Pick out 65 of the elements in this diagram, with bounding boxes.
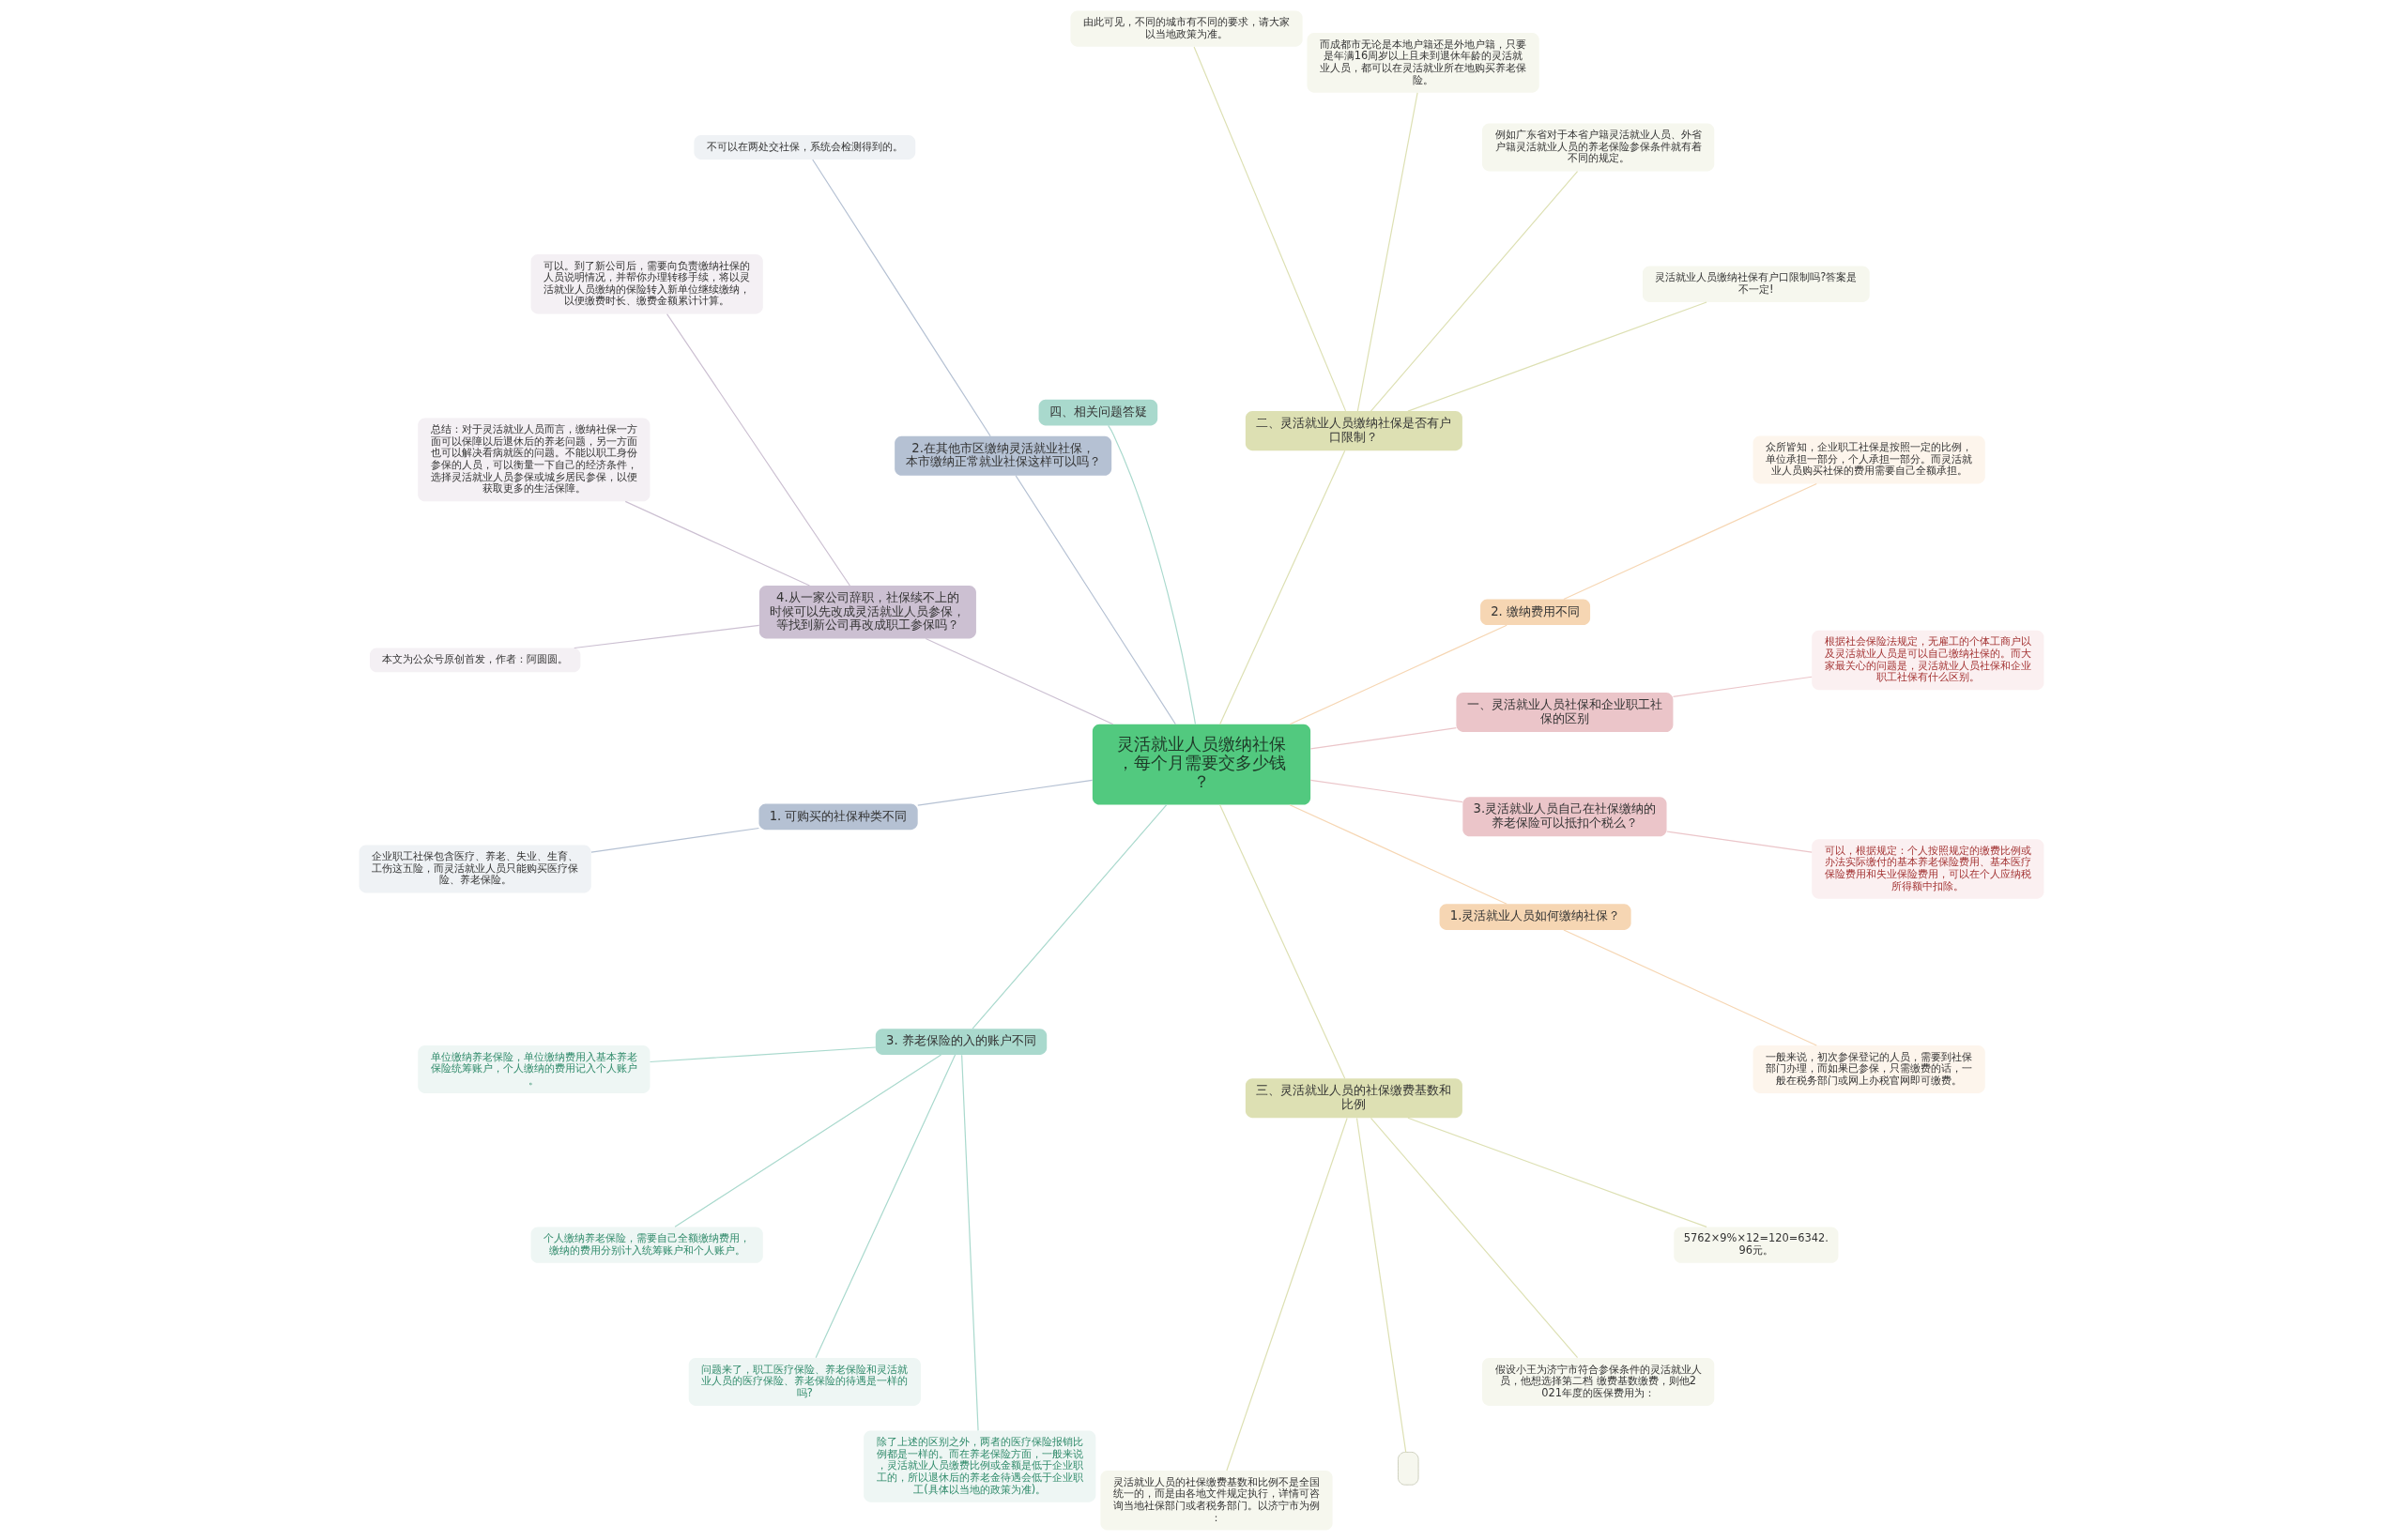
connector <box>972 803 1168 1029</box>
node-box: 灵活就业人员缴纳社保有户口限制吗?答案是不一定! <box>1642 266 1870 302</box>
connector <box>1309 726 1457 750</box>
connector <box>1015 474 1176 724</box>
connector <box>1193 45 1347 411</box>
connector <box>1289 803 1508 905</box>
connector <box>1219 450 1346 724</box>
node-box: 1.灵活就业人员如何缴纳社保？ <box>1439 903 1631 930</box>
node-box: 不可以在两处交社保，系统会检测得到的。 <box>694 134 916 160</box>
node-box <box>1398 1451 1419 1486</box>
connector <box>1289 624 1508 724</box>
node-box: 四、相关问题答疑 <box>1038 399 1158 425</box>
node-box: 3.灵活就业人员自己在社保缴纳的养老保险可以抵扣个税么？ <box>1462 796 1667 836</box>
node-box: 根据社会保险法规定，无雇工的个体工商户以及灵活就业人员是可以自己缴纳社保的。而大家最关心的问题是，灵活就业人员社保和企业职工社保有什么区别。 <box>1812 630 2044 690</box>
connector <box>1219 803 1346 1079</box>
connector <box>674 1053 942 1227</box>
node-box: 众所皆知，企业职工社保是按照一定的比例，单位承担一部分，个人承担一部分。而灵活就业人员购买社保的费用需要自己全额承担。 <box>1753 435 1985 483</box>
node-box: 1. 可购买的社保种类不同 <box>758 803 918 830</box>
connector <box>649 1045 877 1062</box>
node-box: 一、灵活就业人员社保和企业职工社保的区别 <box>1456 692 1674 732</box>
node-box: 个人缴纳养老保险，需要自己全额缴纳费用，缴纳的费用分别计入统筹账户和个人账户。 <box>530 1226 763 1263</box>
node-box: 问题来了，职工医疗保险、养老保险和灵活就业人员的医疗保险、养老保险的待遇是一样的吗? <box>688 1357 921 1406</box>
node-box: 而成都市无论是本地户籍还是外地户籍，只要是年满16周岁以上且未到退休年龄的灵活就业人员，都可以在灵活就业所在地购买养老保险。 <box>1307 32 1539 93</box>
connector <box>1108 424 1197 724</box>
node-box: 4.从一家公司辞职，社保续不上的时候可以先改成灵活就业人员参保，等找到新公司再改成职工参保吗？ <box>758 585 976 638</box>
connector <box>815 1054 957 1358</box>
connector <box>1370 1117 1579 1358</box>
node-box: 总结：对于灵活就业人员而言，缴纳社保一方面可以保障以后退休后的养老问题，另一方面也可以解决看病就医的问题。不能以职工身份参保的人员，可以衡量一下自己的经济条件，选择灵活就业人员参保或城乡居民参保，以便获取更多的生活保障。 <box>418 418 650 501</box>
node-box: 除了上述的区别之外，两者的医疗保险报销比例都是一样的。而在养老保险方面，一般来说，灵活就业人员缴费比例或金额是低于企业职工的，所以退休后的养老金待遇会低于企业职工(具体以当地的政策为准)。 <box>864 1429 1096 1502</box>
connector <box>590 827 759 853</box>
connector <box>574 624 760 648</box>
node-box: 3. 养老保险的入的账户不同 <box>875 1028 1048 1055</box>
node-box: 一般来说，初次参保登记的人员，需要到社保部门办理，而如果已参保，只需缴费的话，一般在税务部门或网上办税官网即可缴费。 <box>1753 1044 1985 1093</box>
node-box: 二、灵活就业人员缴纳社保是否有户口限制？ <box>1245 410 1462 450</box>
node-box: 由此可见，不同的城市有不同的要求，请大家以当地政策为准。 <box>1070 9 1303 47</box>
node-box: 2. 缴纳费用不同 <box>1480 599 1591 625</box>
node-box: 可以。到了新公司后，需要向负责缴纳社保的人员说明情况，并帮你办理转移手续，将以灵活就业人员缴纳的保险转入新单位继续缴纳，以便缴费时长、缴费金额累计计算。 <box>530 253 763 314</box>
connector <box>925 637 1114 724</box>
node-box: 单位缴纳养老保险，单位缴纳费用入基本养老保险统筹账户，个人缴纳的费用记入个人账户。 <box>418 1044 650 1093</box>
connector <box>1370 170 1579 412</box>
node-box: 企业职工社保包含医疗、养老、失业、生育、工伤这五险，而灵活就业人员只能购买医疗保险、养老保险。 <box>359 844 591 892</box>
connector <box>1226 1117 1348 1471</box>
connector <box>961 1054 979 1431</box>
connector <box>1355 1117 1407 1453</box>
node-box: 灵活就业人员缴纳社保，每个月需要交多少钱？ <box>1092 724 1311 805</box>
node-box: 假设小王为济宁市符合参保条件的灵活就业人员，他想选择第二档 缴费基数缴费，则他2021年度的医保费用为： <box>1482 1357 1715 1406</box>
connector <box>624 500 811 587</box>
node-box: 可以，根据规定：个人按照规定的缴费比例或办法实际缴付的基本养老保险费用、基本医疗保险费用和失业保险费用，可以在个人应纳税所得额中扣除。 <box>1812 838 2044 899</box>
connector <box>1309 779 1463 802</box>
node-box: 2.在其他市区缴纳灵活就业社保，本市缴纳正常就业社保这样可以吗？ <box>895 435 1112 476</box>
connector <box>1356 91 1418 412</box>
connector <box>666 313 850 587</box>
node-box: 灵活就业人员的社保缴费基数和比例不是全国统一的，而是由各地文件规定执行，详情可咨询当地社保部门或者税务部门。以济宁市为例： <box>1100 1470 1333 1531</box>
connector <box>1563 928 1817 1046</box>
node-box: 例如广东省对于本省户籍灵活就业人员、外省户籍灵活就业人员的养老保险参保条件就有着不同的规定。 <box>1482 123 1715 171</box>
connector <box>1672 676 1813 697</box>
connector <box>1563 482 1817 600</box>
connector <box>917 779 1094 806</box>
connector <box>812 158 991 436</box>
node-box: 5762×9%×12=120=6342.96元。 <box>1674 1226 1839 1263</box>
node-box: 三、灵活就业人员的社保缴费基数和比例 <box>1245 1077 1462 1118</box>
connector <box>1407 300 1707 412</box>
connector <box>1407 1117 1707 1227</box>
connector <box>1666 830 1813 853</box>
node-box: 本文为公众号原创首发，作者：阿圆圆。 <box>369 648 581 672</box>
